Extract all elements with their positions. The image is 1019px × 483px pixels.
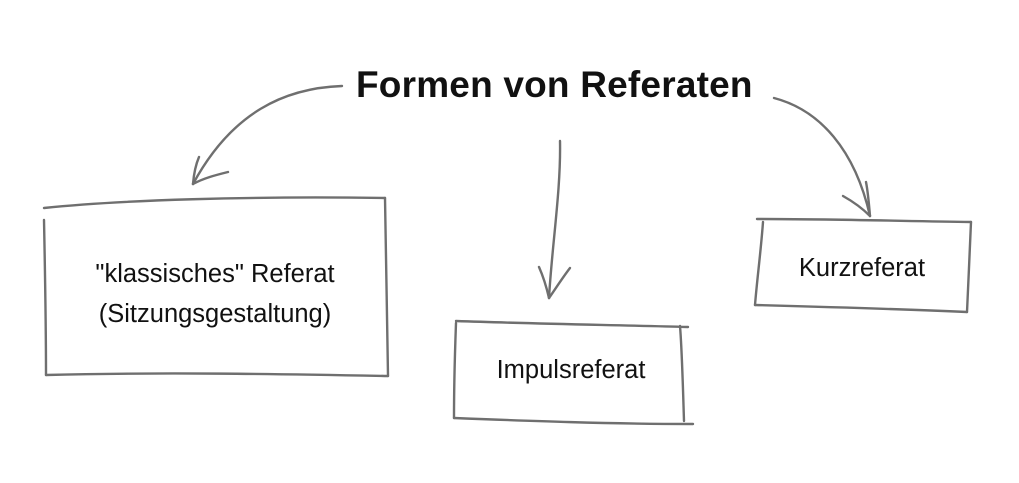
arrow-to-classic	[191, 84, 344, 186]
box-kurz	[753, 217, 973, 314]
diagram-title: Formen von Referaten	[356, 64, 753, 105]
box-impuls	[452, 319, 695, 426]
node-kurz: Kurzreferat	[798, 254, 926, 282]
arrow-to-impuls	[537, 139, 572, 300]
arrow-to-kurz	[772, 96, 872, 218]
node-classic-line1: "klassisches" Referat	[95, 260, 335, 288]
box-classic	[42, 196, 390, 378]
node-classic-line2: (Sitzungsgestaltung)	[98, 300, 332, 328]
node-classic: "klassisches" Referat (Sitzungsgestaltun…	[44, 254, 386, 334]
node-impuls: Impulsreferat	[496, 356, 646, 384]
